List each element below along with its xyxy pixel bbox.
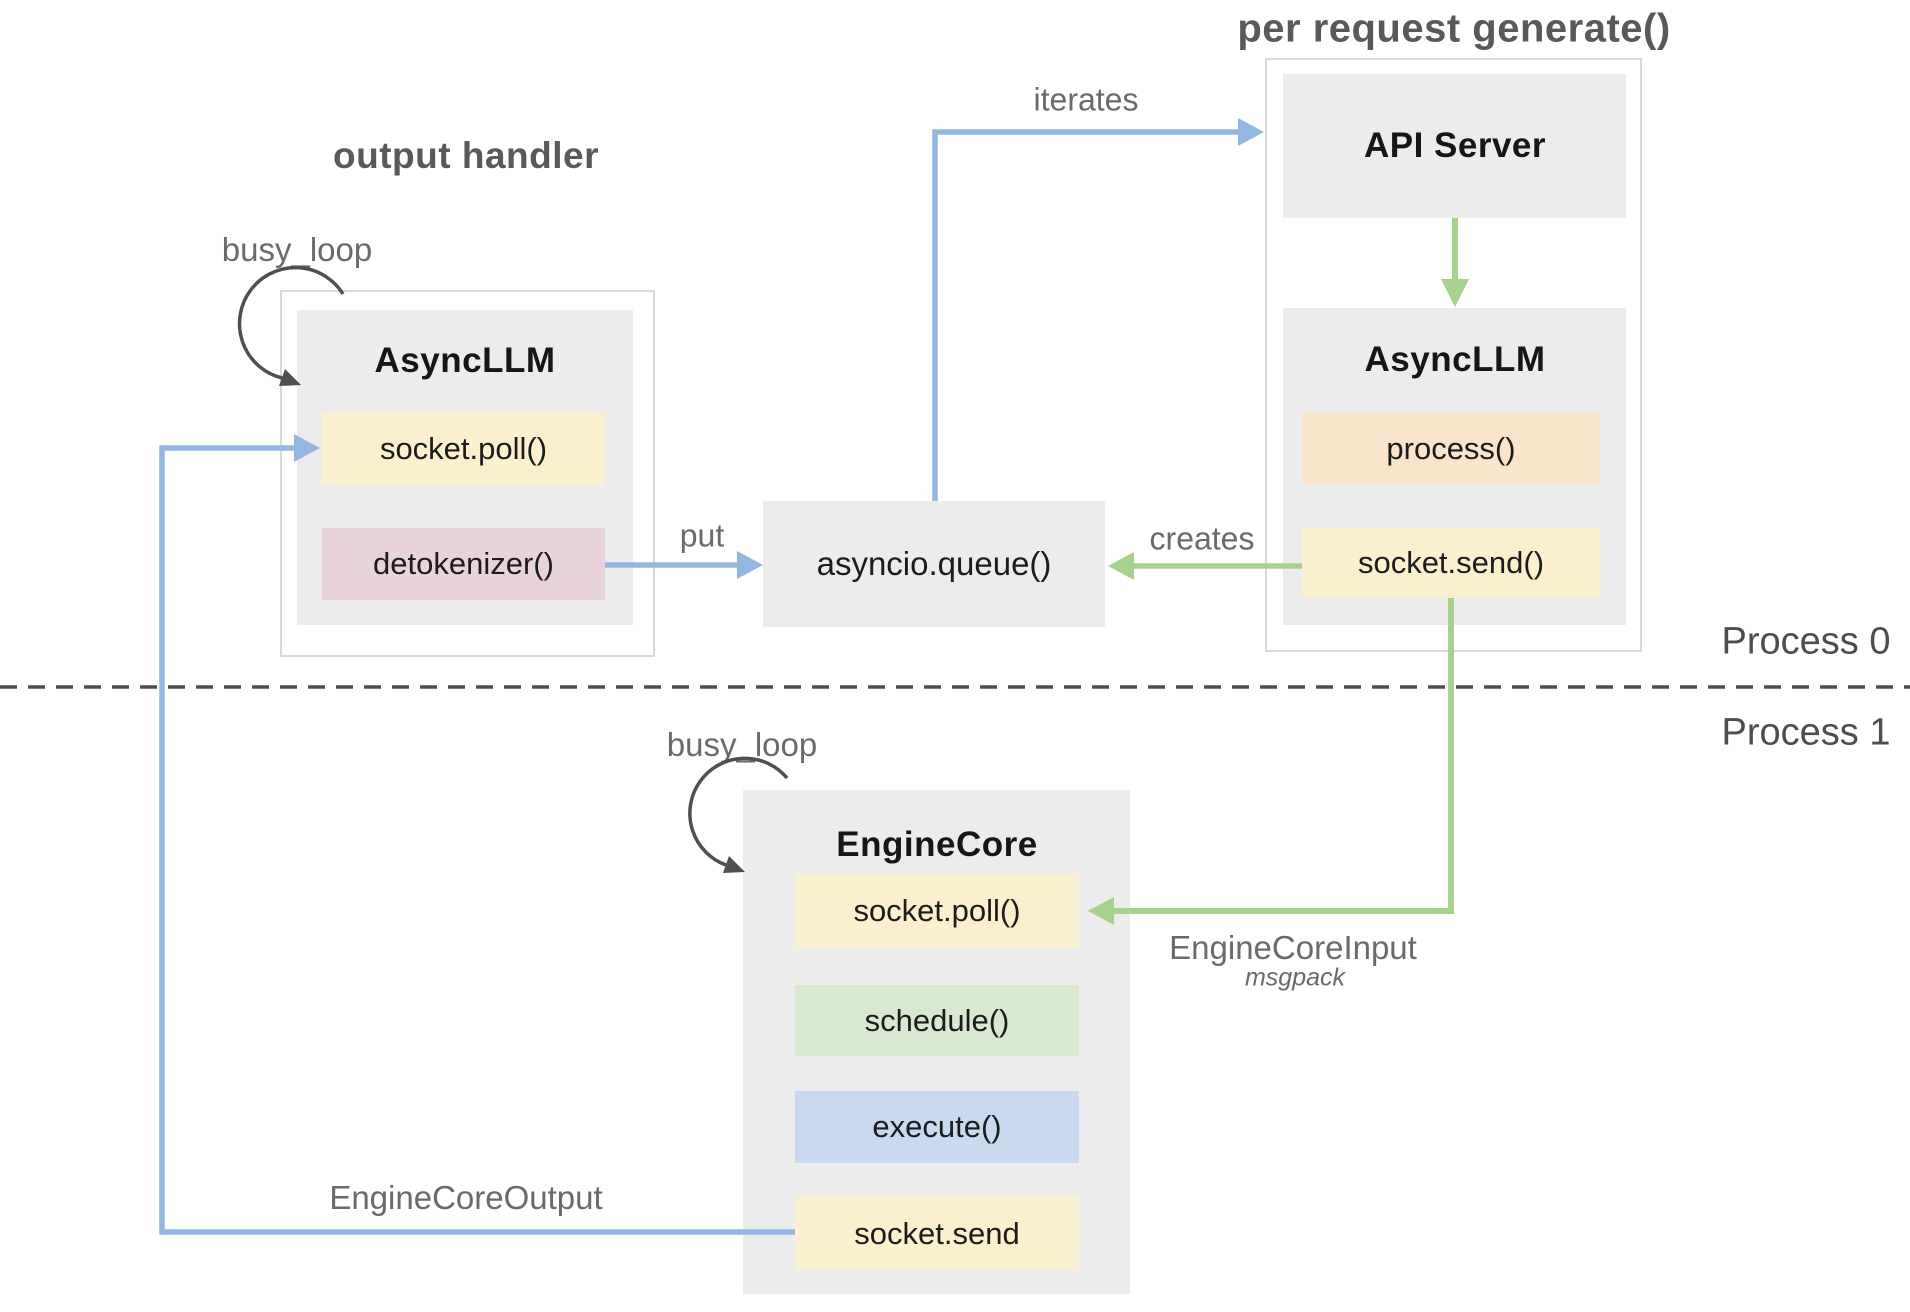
- engine-core-input-label: EngineCoreInput: [1169, 929, 1417, 966]
- socket-send-bottom-row: socket.send: [795, 1197, 1079, 1270]
- async-llm-left-title: AsyncLLM: [374, 341, 556, 380]
- api-server-box: [1283, 74, 1626, 218]
- async-llm-right-title: AsyncLLM: [1364, 340, 1546, 379]
- output-handler-title: output handler: [333, 135, 599, 176]
- put-label: put: [679, 517, 725, 554]
- engine-core-output-label: EngineCoreOutput: [329, 1179, 603, 1216]
- socket-poll-bottom-row: socket.poll(): [795, 874, 1079, 948]
- socket-send-right-row: socket.send(): [1302, 528, 1600, 598]
- execute-row: execute(): [795, 1091, 1079, 1163]
- process-1-label: Process 1: [1721, 711, 1891, 754]
- iterates-arrow: [932, 118, 1264, 501]
- busy-loop-label-left: busy_loop: [221, 231, 373, 268]
- creates-label: creates: [1149, 520, 1255, 557]
- socket-poll-left-row: socket.poll(): [322, 413, 605, 485]
- detokenizer-row: detokenizer(): [322, 528, 605, 600]
- per-request-generate-title: per request generate(): [1237, 6, 1671, 51]
- busy-loop-label-bottom: busy_loop: [666, 726, 818, 763]
- process-0-label: Process 0: [1721, 620, 1891, 663]
- engine-core-title: EngineCore: [836, 825, 1038, 864]
- api-server-title: API Server: [1363, 126, 1547, 165]
- msgpack-label: msgpack: [1244, 963, 1346, 992]
- process-row: process(): [1302, 413, 1600, 484]
- schedule-row: schedule(): [795, 985, 1079, 1056]
- asyncio-queue-box: asyncio.queue(): [763, 501, 1105, 627]
- iterates-label: iterates: [1033, 81, 1139, 118]
